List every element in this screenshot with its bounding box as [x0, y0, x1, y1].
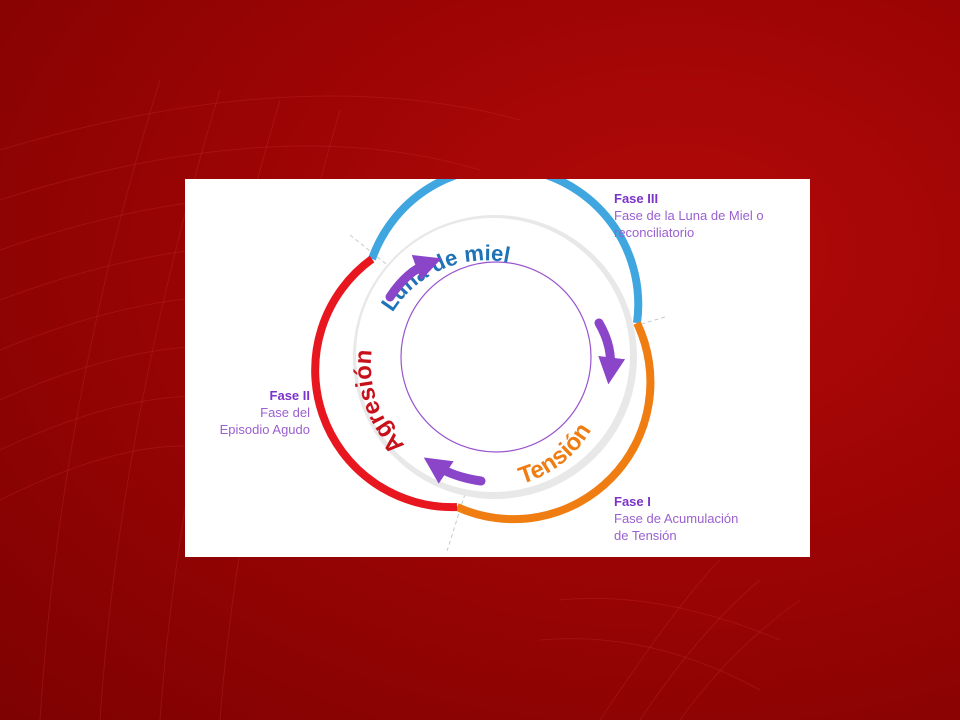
phase-1-title: Fase I — [614, 494, 651, 509]
inner-circle — [400, 261, 592, 453]
cycle-diagram-card: Luna de miel Tensión Agresión Fase III F… — [185, 179, 810, 557]
phase-2-title: Fase II — [269, 388, 310, 403]
phase-1-desc-line1: Fase de Acumulación — [614, 511, 739, 526]
cycle-arrow-icon — [423, 457, 486, 486]
phase-2-desc-line1: Fase del — [260, 405, 310, 420]
ring-segment-tension — [455, 321, 655, 524]
phase-3-desc-line2: reconciliatorio — [614, 225, 695, 240]
phase-1-desc-line2: de Tensión — [614, 528, 677, 543]
cycle-arrow-icon — [594, 318, 626, 385]
phase-2-desc-line2: Episodio Agudo — [219, 422, 310, 437]
ring-segment-aggression — [311, 255, 458, 512]
cycle-diagram: Luna de miel Tensión Agresión — [311, 179, 666, 552]
phase-3-label: Fase III Fase de la Luna de Miel o recon… — [614, 190, 764, 241]
phase-3-title: Fase III — [614, 191, 659, 206]
phase-2-label: Fase II Fase del Episodio Agudo — [185, 387, 310, 438]
ring-base — [356, 218, 630, 492]
phase-1-label: Fase I Fase de Acumulación de Tensión — [614, 493, 738, 544]
ring-segment-honeymoon — [368, 179, 643, 324]
cycle-arrow-icon — [385, 254, 442, 302]
phase-3-desc-line1: Fase de la Luna de Miel o — [614, 208, 764, 223]
